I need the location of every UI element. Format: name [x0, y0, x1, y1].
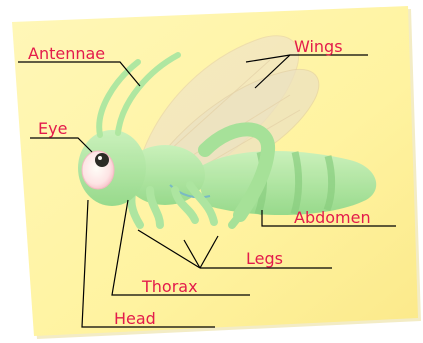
eye-shape [82, 151, 114, 189]
abdomen-shape [195, 151, 376, 215]
label-eye: Eye [38, 119, 67, 138]
label-thorax: Thorax [141, 277, 198, 296]
label-legs: Legs [246, 249, 283, 268]
label-antennae: Antennae [28, 44, 105, 63]
label-head: Head [114, 309, 156, 328]
label-abdomen: Abdomen [294, 208, 371, 227]
label-wings: Wings [294, 37, 343, 56]
